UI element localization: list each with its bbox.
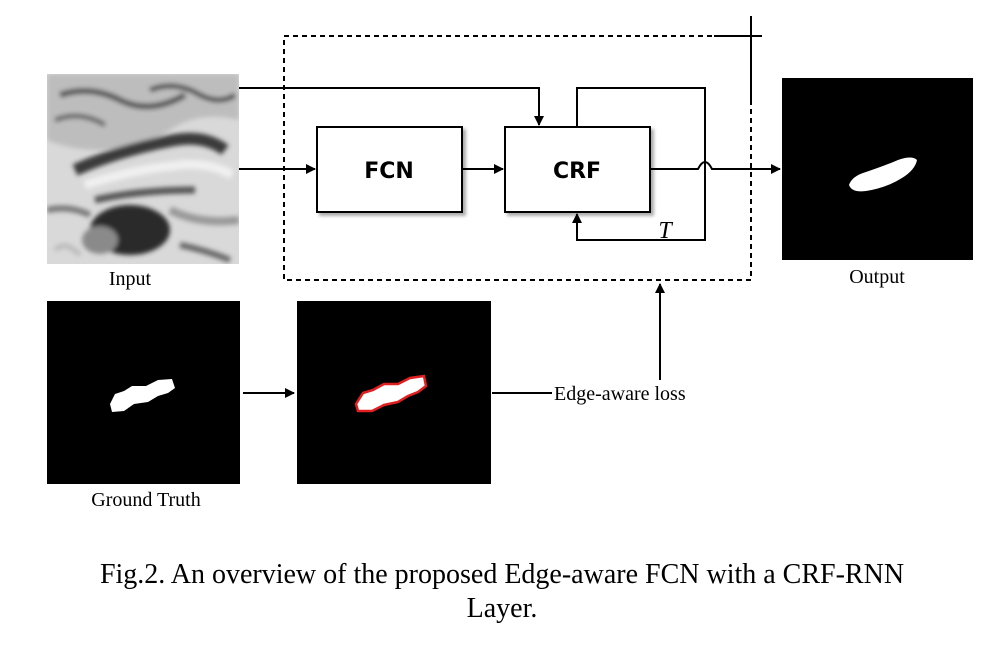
edge-aware-loss-label: Edge-aware loss [554, 383, 686, 405]
caption-line-1: Fig.2. An overview of the proposed Edge-… [100, 559, 904, 590]
ground-truth-label: Ground Truth [91, 489, 200, 511]
recurrent-loop-arrow [572, 87, 706, 241]
arrow-input-to-crf [239, 87, 544, 126]
input-label: Input [109, 268, 152, 290]
loop-iterations-label: T [658, 218, 673, 244]
ground-truth-image [47, 301, 240, 484]
caption-line-2: Layer. [467, 593, 538, 624]
arrow-crf-to-output [650, 161, 781, 174]
input-image [47, 74, 239, 264]
edge-contour [354, 374, 428, 413]
output-image [782, 78, 973, 260]
crf-block: CRF [504, 126, 651, 213]
crf-label: CRF [553, 159, 601, 184]
fcn-label: FCN [364, 159, 414, 184]
output-label: Output [849, 266, 905, 288]
crf-rnn-layer-boundary [283, 35, 752, 281]
edge-map-image [297, 301, 491, 484]
fcn-block: FCN [316, 126, 463, 213]
